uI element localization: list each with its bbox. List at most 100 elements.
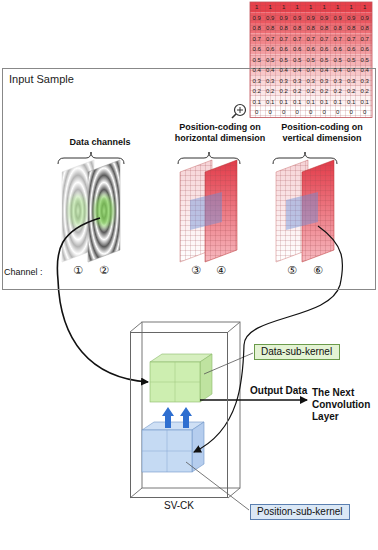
callout-number: ①	[70, 264, 86, 277]
table-cell: 0.3	[277, 76, 291, 87]
table-cell: 0.3	[304, 76, 318, 87]
kernel-window	[286, 192, 318, 230]
table-cell: 0.7	[318, 34, 332, 45]
table-cell: 0.3	[331, 76, 345, 87]
table-cell: 1	[318, 2, 332, 13]
table-cell: 0.3	[318, 76, 332, 87]
table-cell: 1	[345, 2, 359, 13]
table-cell: 1	[358, 2, 372, 13]
table-cell: 0.4	[250, 65, 264, 76]
table-cell: 0.3	[250, 76, 264, 87]
table-cell: 0.5	[250, 55, 264, 66]
table-cell: 0.2	[331, 86, 345, 97]
table-cell: 0.2	[264, 86, 278, 97]
table-cell: 0.1	[291, 97, 305, 108]
axis-label: Channel :	[4, 267, 54, 278]
data-cube	[150, 354, 212, 402]
callout-number: ②	[96, 264, 112, 277]
table-cell: 0.4	[331, 65, 345, 76]
kernel-depth	[130, 322, 240, 498]
table-cell: 0.3	[345, 76, 359, 87]
table-cell: 0.2	[318, 86, 332, 97]
table-cell: 0.8	[250, 23, 264, 34]
table-cell: 0.9	[331, 13, 345, 24]
table-cell: 0.8	[291, 23, 305, 34]
table-cell: 0.9	[345, 13, 359, 24]
table-cell: 0.1	[304, 97, 318, 108]
table-cell: 0.5	[291, 55, 305, 66]
table-cell: 0.2	[304, 86, 318, 97]
leader-line	[204, 353, 253, 374]
table-cell: 0.4	[358, 65, 372, 76]
flow-curve	[57, 218, 148, 382]
table-cell: 0.1	[358, 97, 372, 108]
table-cell: 0.9	[318, 13, 332, 24]
node-label: Position-sub-kernel	[257, 506, 343, 518]
position-cube	[142, 422, 204, 472]
table-cell: 1	[291, 2, 305, 13]
table-cell: 0.8	[358, 23, 372, 34]
callout-number: ⑤	[284, 264, 300, 277]
table-cell: 0.5	[277, 55, 291, 66]
up-arrow	[180, 407, 192, 428]
node-label: Input Sample	[9, 73, 74, 85]
table-cell: 0.4	[318, 65, 332, 76]
table-cell: 0.8	[304, 23, 318, 34]
table-cell: 0.7	[358, 34, 372, 45]
table-cell: 1	[277, 2, 291, 13]
table-cell: 0.1	[277, 97, 291, 108]
table-cell: 1	[331, 2, 345, 13]
table-cell: 0.6	[345, 44, 359, 55]
output-label: Output Data	[250, 385, 310, 397]
group-heading: Position-coding on vertical dimension	[276, 122, 368, 144]
table-cell: 0.5	[264, 55, 278, 66]
table-cell: 0.2	[358, 86, 372, 97]
callout-box: Position-sub-kernel	[250, 504, 350, 520]
kernel-window	[190, 192, 222, 230]
data-spot	[68, 195, 88, 227]
group-heading: Position-coding on horizontal dimension	[172, 122, 268, 144]
table-cell: 0.5	[304, 55, 318, 66]
zoom-grid	[250, 2, 372, 118]
node-label: SV-CK	[131, 500, 227, 511]
table-cell: 1	[264, 2, 278, 13]
group-heading: Data channels	[50, 137, 150, 148]
table-cell: 0.5	[345, 55, 359, 66]
callout-box: Data-sub-kernel	[254, 344, 340, 360]
table-cell: 0.1	[264, 97, 278, 108]
table-cell: 0.4	[304, 65, 318, 76]
table-cell: 0.9	[250, 13, 264, 24]
table-cell: 0.6	[264, 44, 278, 55]
table-cell: 0.8	[264, 23, 278, 34]
table-cell: 0.6	[331, 44, 345, 55]
table-cell: 0	[345, 107, 359, 118]
table-cell: 0.1	[331, 97, 345, 108]
table-cell: 0.5	[331, 55, 345, 66]
table-cell: 0.2	[291, 86, 305, 97]
table-cell: 0.4	[345, 65, 359, 76]
data-spot	[94, 195, 114, 227]
table-cell: 0	[331, 107, 345, 118]
table-cell: 0.9	[264, 13, 278, 24]
table-cell: 0.2	[277, 86, 291, 97]
table-cell: 0.6	[277, 44, 291, 55]
leader-line	[186, 462, 249, 510]
table-cell: 0.1	[318, 97, 332, 108]
table-cell: 0.7	[345, 34, 359, 45]
up-arrow	[162, 407, 174, 428]
table-cell: 0.9	[304, 13, 318, 24]
table-cell: 0	[264, 107, 278, 118]
table-cell: 1	[250, 2, 264, 13]
output-arrow	[200, 399, 307, 400]
table-cell: 0.1	[345, 97, 359, 108]
panel-box: Input Sample	[2, 68, 376, 290]
table-cell: 0.9	[358, 13, 372, 24]
table-cell: 0.4	[291, 65, 305, 76]
table-cell: 0	[277, 107, 291, 118]
data-channel	[88, 160, 120, 262]
table-cell: 0.6	[250, 44, 264, 55]
callout-number: ④	[213, 264, 229, 277]
callout-number: ⑥	[310, 264, 326, 277]
node-label: Data-sub-kernel	[261, 346, 333, 358]
table-cell: 0.3	[264, 76, 278, 87]
